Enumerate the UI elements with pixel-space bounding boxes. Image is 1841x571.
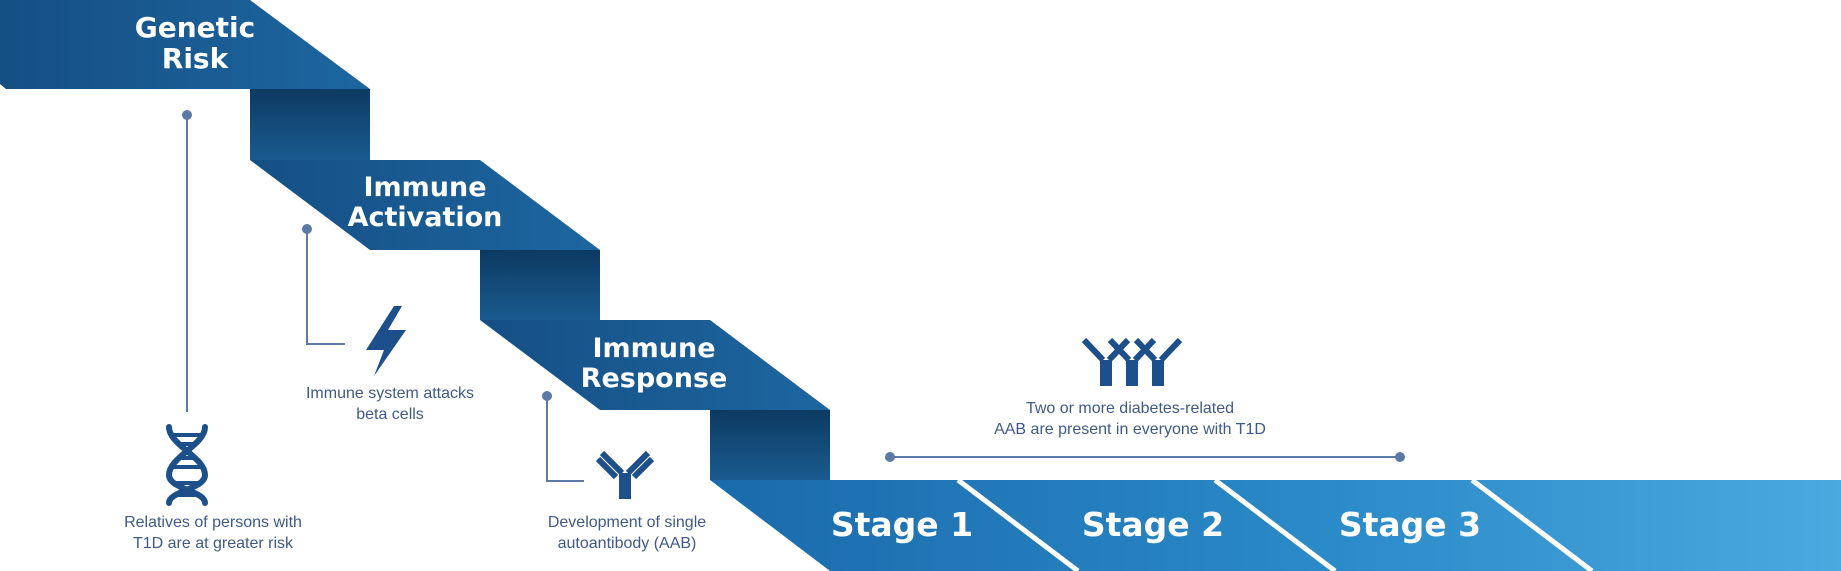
step-title-line: Response [581,363,728,394]
antibody-icon [595,450,655,499]
step-title-line: Risk [162,42,230,75]
step-title-line: Immune [592,333,715,364]
connector-line [306,229,345,345]
annotation-immune-response: Development of single autoantibody (AAB) [542,391,706,552]
stage-separator-3 [1470,478,1594,571]
step-title-immune-response: Immune Response [581,333,728,394]
step-immune-activation-band [250,160,600,250]
caption-line: Relatives of persons with [124,514,302,531]
annotation-genetic-risk: Relatives of persons with T1D are at gre… [124,110,302,552]
step-riser-2 [480,250,600,320]
stage-separator-2 [1213,478,1337,571]
step-title-line: Activation [348,202,503,233]
stage-3-label: Stage 3 [1339,505,1481,544]
step-title-immune-activation: Immune Activation [348,172,503,233]
stage-1-label: Stage 1 [831,505,973,544]
caption-line: T1D are at greater risk [133,535,294,552]
step-title-line: Immune [363,172,486,203]
stage-2-label: Stage 2 [1082,505,1224,544]
step-genetic-risk-band [0,0,370,89]
annotation-stages: Two or more diabetes-related AAB are pre… [885,337,1405,462]
lightning-bolt-icon [366,306,406,376]
dna-icon [165,424,209,506]
step-title-genetic-risk: Genetic Risk [135,11,255,75]
annotation-immune-activation: Immune system attacks beta cells [302,224,474,423]
caption-line: Development of single [548,514,706,531]
step-riser-3 [710,410,830,480]
caption-line: AAB are present in everyone with T1D [994,421,1266,438]
caption-line: beta cells [356,406,424,423]
multiple-antibodies-icon [1081,337,1183,386]
step-title-line: Genetic [135,11,255,44]
stage-separator-1 [956,478,1080,571]
caption-line: Immune system attacks [306,385,474,402]
range-end-dot [1395,452,1405,462]
step-riser-1 [250,89,370,160]
caption-line: autoantibody (AAB) [558,535,697,552]
range-start-dot [885,452,895,462]
caption-line: Two or more diabetes-related [1026,400,1234,417]
connector-line [546,396,584,482]
step-immune-response-band [480,320,830,410]
